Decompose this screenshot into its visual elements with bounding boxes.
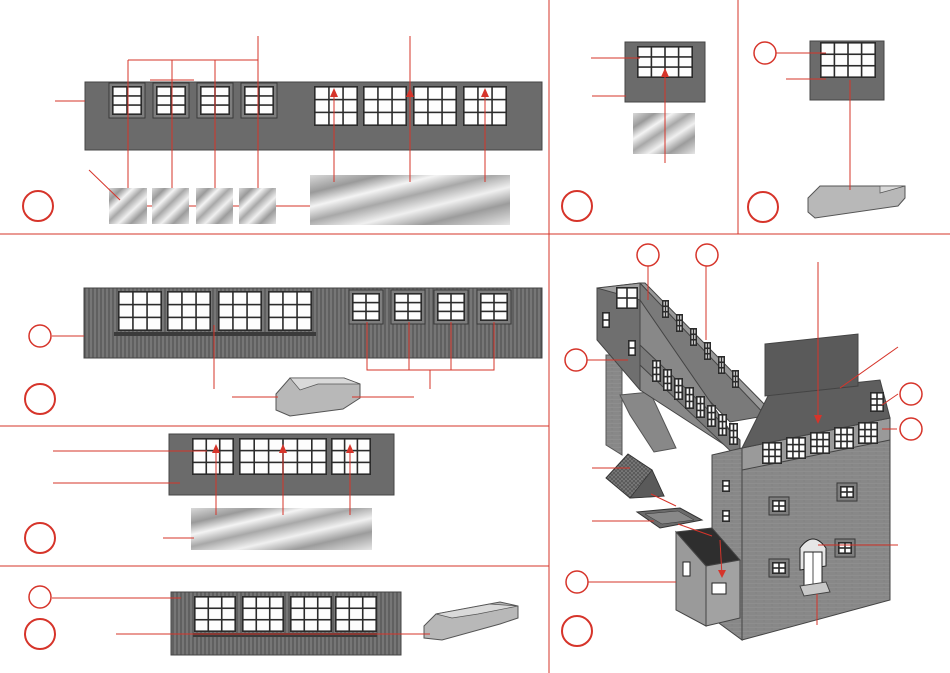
step-7-panel	[562, 244, 922, 646]
window	[477, 290, 511, 324]
window	[704, 342, 711, 360]
window	[662, 300, 669, 318]
step-4-panel	[25, 288, 542, 416]
window	[363, 86, 407, 126]
window	[118, 291, 162, 331]
part-marker	[754, 42, 776, 64]
glazing-part	[196, 188, 233, 224]
part-marker	[29, 325, 51, 347]
part-marker	[900, 383, 922, 405]
part-marker	[900, 418, 922, 440]
step-3-panel	[748, 41, 905, 222]
window	[718, 414, 727, 436]
part-marker	[29, 586, 51, 608]
window	[762, 442, 782, 464]
window	[192, 438, 234, 475]
window	[729, 423, 738, 445]
annex-window	[712, 583, 726, 594]
step-marker	[562, 616, 592, 646]
window	[413, 86, 457, 126]
glazing-part	[633, 113, 695, 154]
window	[676, 314, 683, 332]
window	[153, 83, 189, 118]
window	[858, 422, 878, 444]
glazing-part-large	[310, 175, 510, 225]
window	[349, 290, 383, 324]
window	[685, 387, 694, 409]
window	[218, 291, 262, 331]
window	[696, 396, 705, 418]
window	[314, 86, 358, 126]
window	[820, 42, 876, 78]
window	[786, 437, 806, 459]
roof-part	[808, 186, 905, 218]
window	[870, 392, 884, 412]
part-marker	[566, 571, 588, 593]
step-marker	[23, 191, 53, 221]
window	[434, 290, 468, 324]
window	[331, 438, 371, 475]
glazing-part	[109, 188, 147, 224]
window	[674, 378, 683, 400]
window	[837, 483, 857, 501]
window	[835, 539, 855, 557]
window	[722, 480, 730, 492]
window	[707, 405, 716, 427]
part-marker	[637, 244, 659, 266]
window	[194, 596, 236, 632]
window	[663, 369, 672, 391]
step-marker	[25, 384, 55, 414]
window	[335, 596, 377, 632]
glazing-part	[191, 508, 372, 550]
window-sill	[114, 332, 316, 336]
window	[167, 291, 211, 331]
glazing-part	[152, 188, 189, 224]
window	[241, 83, 277, 118]
window	[602, 312, 610, 328]
window	[769, 497, 789, 515]
step-6-panel	[25, 586, 518, 655]
support-pillar	[606, 355, 622, 455]
step-5-panel	[25, 434, 394, 553]
window	[652, 360, 661, 382]
window	[834, 427, 854, 449]
window	[810, 432, 830, 454]
window	[732, 370, 739, 388]
step-2-panel	[562, 42, 705, 221]
window	[109, 83, 145, 118]
window	[616, 287, 638, 309]
window	[769, 559, 789, 577]
part-marker	[696, 244, 718, 266]
window	[722, 510, 730, 522]
step-marker	[562, 191, 592, 221]
part-marker	[565, 349, 587, 371]
window	[718, 356, 725, 374]
glazing-part	[239, 188, 276, 224]
window	[628, 340, 636, 356]
step-marker	[748, 192, 778, 222]
window	[268, 291, 312, 331]
step-marker	[25, 619, 55, 649]
window	[290, 596, 332, 632]
annex-side-window	[683, 562, 690, 576]
step-1-panel	[23, 36, 542, 225]
window	[242, 596, 284, 632]
step-marker	[25, 523, 55, 553]
window	[391, 290, 425, 324]
window	[690, 328, 697, 346]
wall-plate	[765, 334, 858, 396]
